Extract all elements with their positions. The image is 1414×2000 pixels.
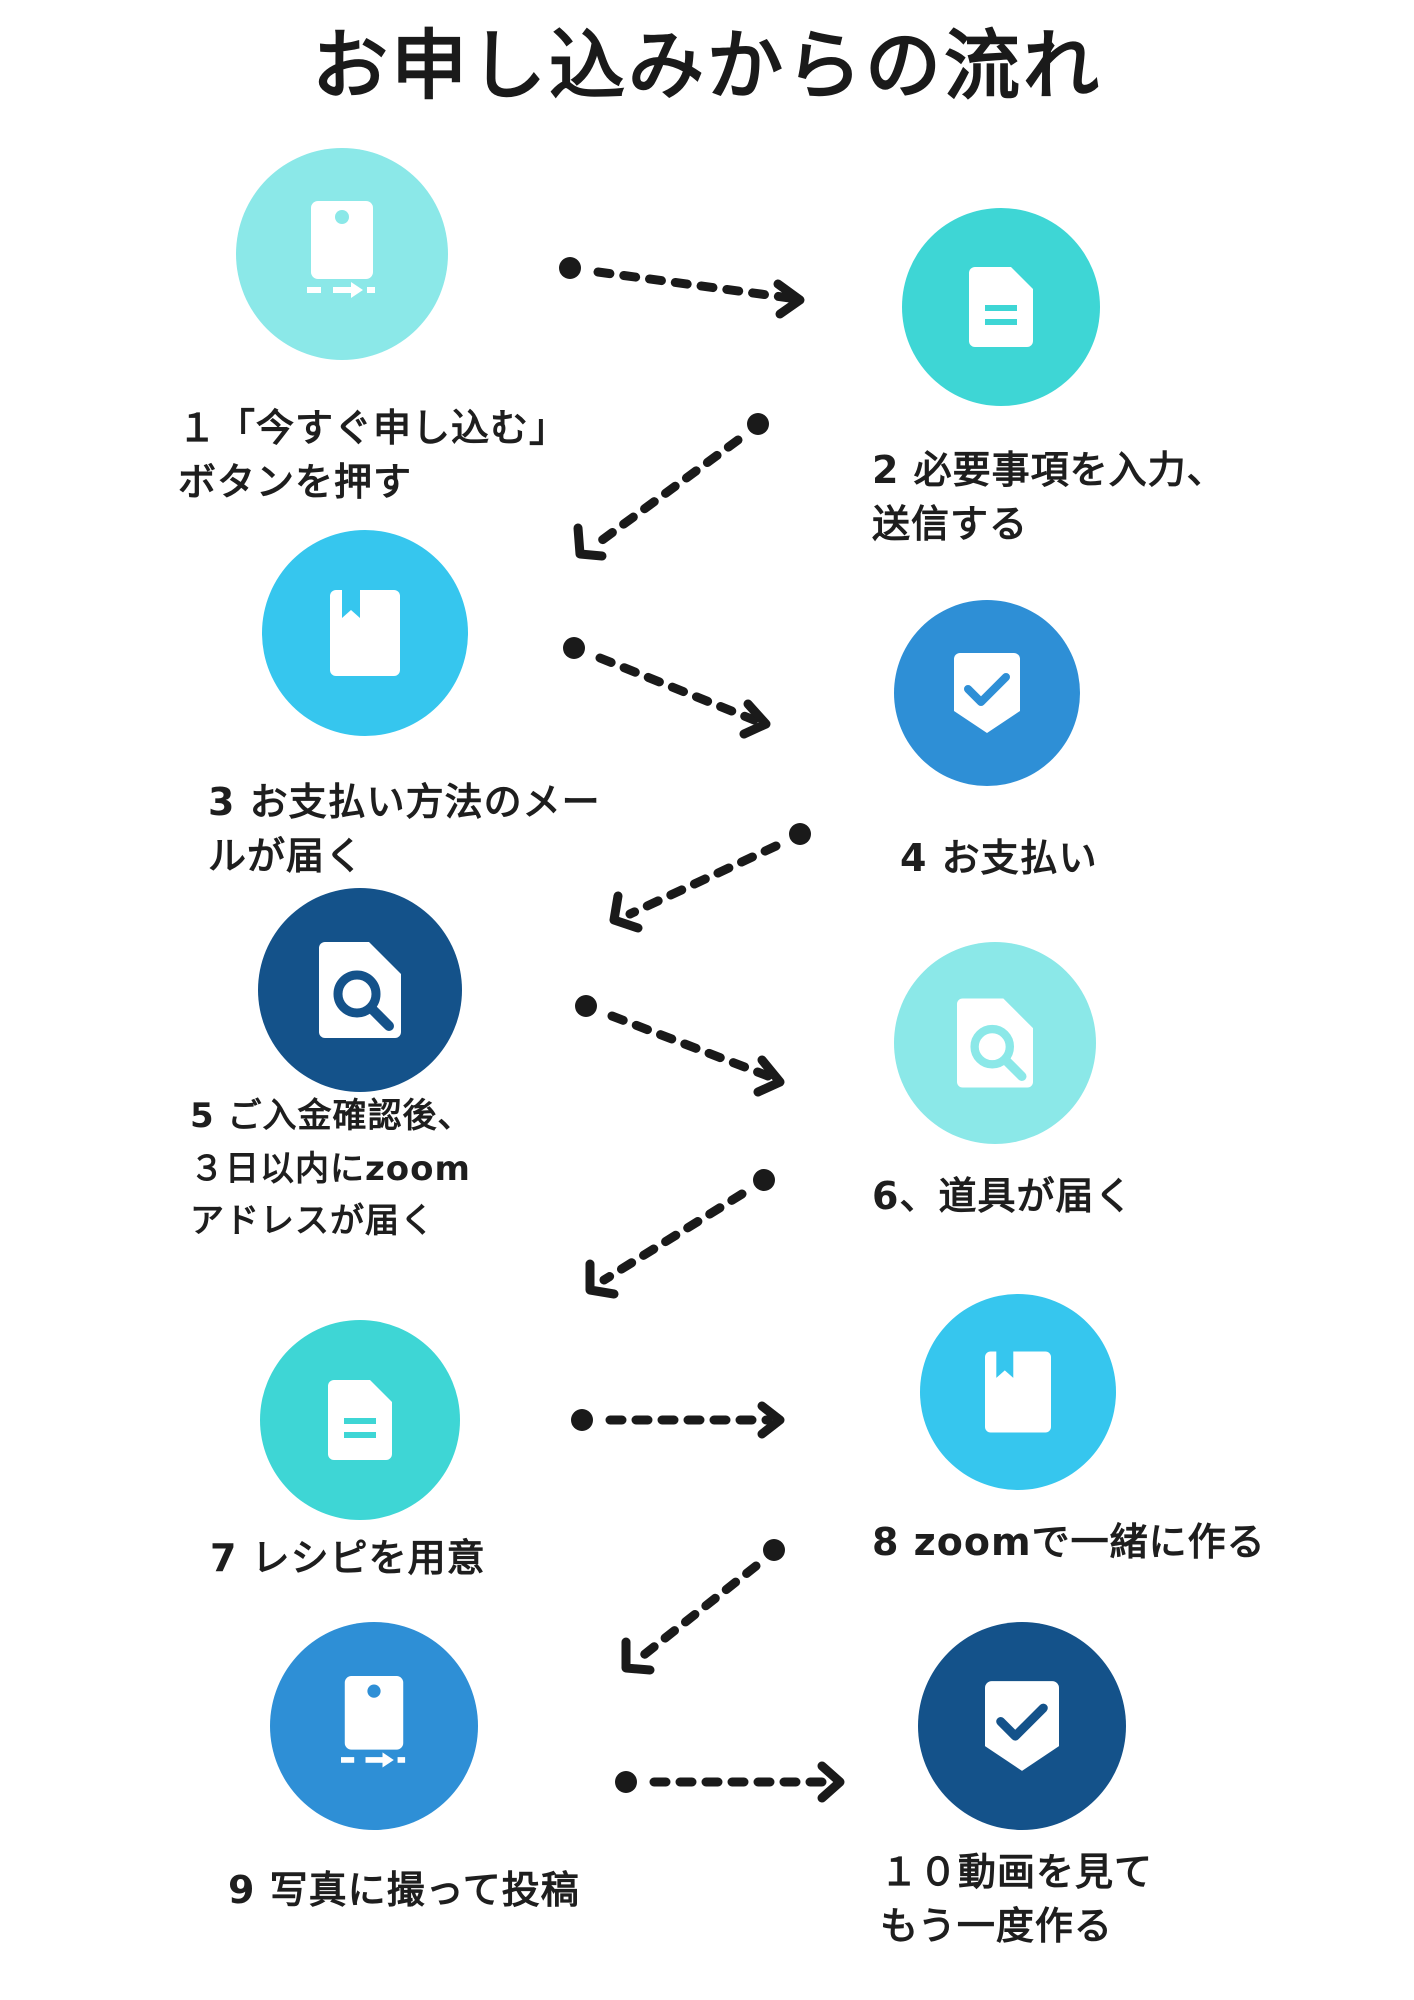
- shield-check-icon: [985, 1681, 1059, 1771]
- step-2-circle: [902, 208, 1100, 406]
- document-icon: [328, 1380, 392, 1460]
- step-3-label: 3 お支払い方法のメー ルが届く: [208, 776, 601, 884]
- step-7-circle: [260, 1320, 460, 1520]
- step-1-circle: [236, 148, 448, 360]
- step-4-circle: [894, 600, 1080, 786]
- step-5-label-line: 5 ご入金確認後、: [190, 1096, 473, 1136]
- page-title: お申し込みからの流れ: [312, 21, 1102, 110]
- bookmark-icon: [330, 590, 400, 676]
- arrow-5-to-6: [575, 995, 785, 1097]
- step-1-label-line: ボタンを押す: [178, 459, 413, 504]
- phone-icon: [307, 201, 377, 307]
- shield-check-icon: [954, 653, 1020, 733]
- step-10-circle: [918, 1622, 1126, 1830]
- step-9-label: 9 写真に撮って投稿: [228, 1864, 580, 1918]
- step-2-label: 2 必要事項を入力、 送信する: [872, 444, 1226, 552]
- bookmark-icon: [985, 1351, 1051, 1433]
- step-9-label-line: 9 写真に撮って投稿: [228, 1868, 580, 1912]
- step-10-label-line: もう一度作る: [880, 1903, 1113, 1948]
- step-2-label-line: 送信する: [872, 501, 1029, 546]
- arrow-1-to-2: [559, 257, 805, 319]
- arrow-2-to-3: [573, 413, 769, 561]
- step-4-label: 4 お支払い: [900, 832, 1098, 886]
- arrow-9-to-10: [615, 1761, 845, 1803]
- step-1-label: １「今すぐ申し込む」 ボタンを押す: [178, 402, 568, 510]
- step-10-label-line: １０動画を見て: [880, 1850, 1154, 1894]
- step-2-label-line: 2 必要事項を入力、: [872, 448, 1226, 492]
- arrow-8-to-9: [621, 1539, 785, 1675]
- step-6-label: 6、道具が届く: [872, 1170, 1133, 1224]
- step-8-label: 8 zoomで一緒に作る: [872, 1516, 1266, 1570]
- step-8-label-line: 8 zoomで一緒に作る: [872, 1520, 1266, 1564]
- step-4-label-line: 4 お支払い: [900, 836, 1098, 880]
- step-8-circle: [920, 1294, 1116, 1490]
- step-3-circle: [262, 530, 468, 736]
- arrow-6-to-7: [585, 1169, 775, 1299]
- step-5-label-line: アドレスが届く: [190, 1201, 435, 1242]
- step-5-circle: [258, 888, 462, 1092]
- arrow-3-to-4: [563, 637, 771, 739]
- phone-icon: [341, 1676, 407, 1776]
- step-5-label: 5 ご入金確認後、 ３日以内にzoom アドレスが届く: [190, 1090, 473, 1248]
- document-search-icon: [319, 942, 401, 1038]
- document-search-icon: [957, 998, 1033, 1088]
- arrow-7-to-8: [571, 1401, 785, 1439]
- arrow-4-to-5: [609, 823, 811, 933]
- step-6-label-line: 6、道具が届く: [872, 1174, 1134, 1218]
- step-3-label-line: ルが届く: [208, 833, 365, 878]
- step-7-label-line: 7 レシピを用意: [210, 1536, 486, 1580]
- step-10-label: １０動画を見て もう一度作る: [880, 1846, 1153, 1954]
- document-icon: [969, 267, 1033, 347]
- step-6-circle: [894, 942, 1096, 1144]
- step-9-circle: [270, 1622, 478, 1830]
- step-1-label-line: １「今すぐ申し込む」: [178, 406, 569, 450]
- step-3-label-line: 3 お支払い方法のメー: [208, 780, 601, 824]
- step-7-label: 7 レシピを用意: [210, 1532, 486, 1586]
- step-5-label-line: ３日以内にzoom: [190, 1148, 471, 1189]
